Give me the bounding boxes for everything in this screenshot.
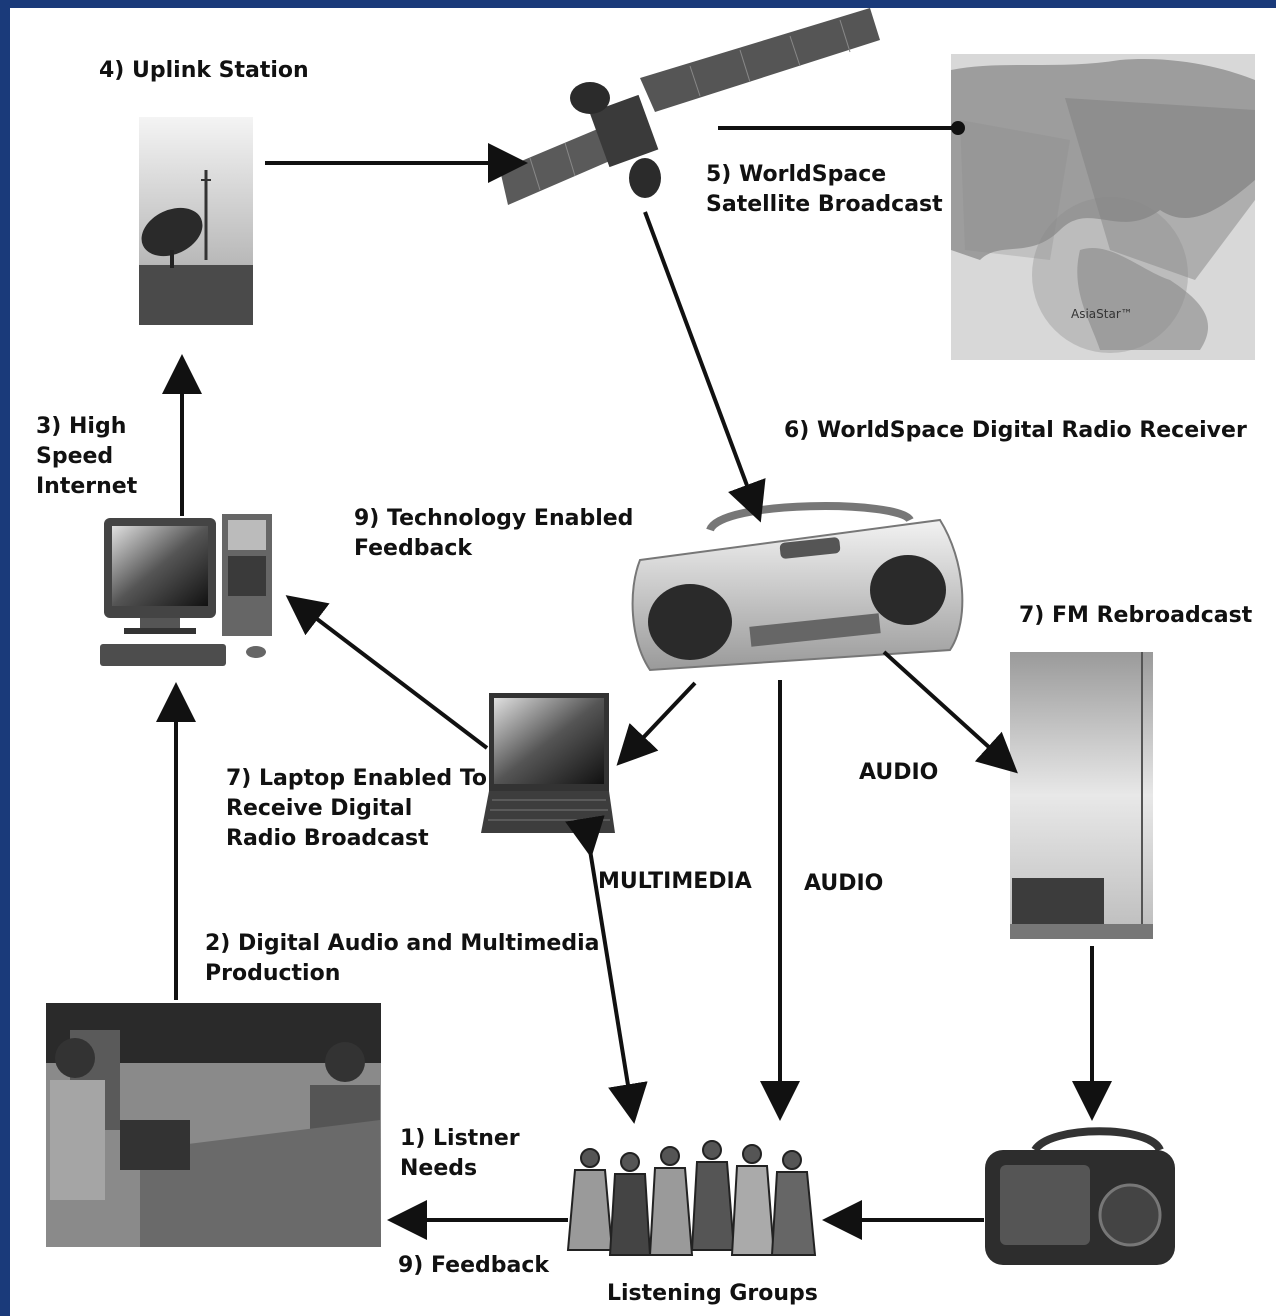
diagram-graphics: AsiaStar™: [46, 8, 1255, 1265]
diagram-canvas: AsiaStar™: [10, 8, 1276, 1316]
high-speed-internet-label: 3) High Speed Internet: [36, 414, 138, 499]
coverage-map-icon: [951, 54, 1255, 360]
satellite-broadcast-label: 5) WorldSpace Satellite Broadcast: [706, 162, 943, 217]
listening-group-icon: [566, 1140, 817, 1256]
feedback-label: 9) Feedback: [398, 1253, 550, 1278]
satellite-icon: [500, 8, 880, 205]
flow-arrows: [156, 126, 1112, 1240]
laptop-icon: [481, 693, 615, 833]
boombox-icon: [631, 502, 964, 672]
listening-groups-label: Listening Groups: [607, 1281, 818, 1306]
studio-photo-icon: [46, 1003, 381, 1247]
fm-rebroadcast-label: 7) FM Rebroadcast: [1019, 603, 1253, 628]
listener-needs-label: 1) Listner Needs: [400, 1126, 520, 1181]
technology-feedback-label: 9) Technology Enabled Feedback: [354, 506, 634, 561]
satellite-dish-icon: [139, 117, 253, 325]
fm-tower-icon: [1010, 652, 1153, 939]
audio-label-center: AUDIO: [804, 871, 884, 896]
map-anchor-dot: [951, 121, 965, 135]
computer-icon: [100, 514, 272, 666]
portable-radio-icon: [985, 1127, 1175, 1265]
map-tag-label: AsiaStar™: [1071, 307, 1133, 321]
multimedia-label: MULTIMEDIA: [598, 869, 752, 894]
audio-label-right: AUDIO: [859, 760, 939, 785]
production-label: 2) Digital Audio and Multimedia Producti…: [205, 931, 600, 986]
uplink-station-label: 4) Uplink Station: [99, 58, 309, 83]
laptop-label: 7) Laptop Enabled To Receive Digital Rad…: [226, 766, 488, 851]
digital-radio-receiver-label: 6) WorldSpace Digital Radio Receiver: [784, 418, 1247, 443]
